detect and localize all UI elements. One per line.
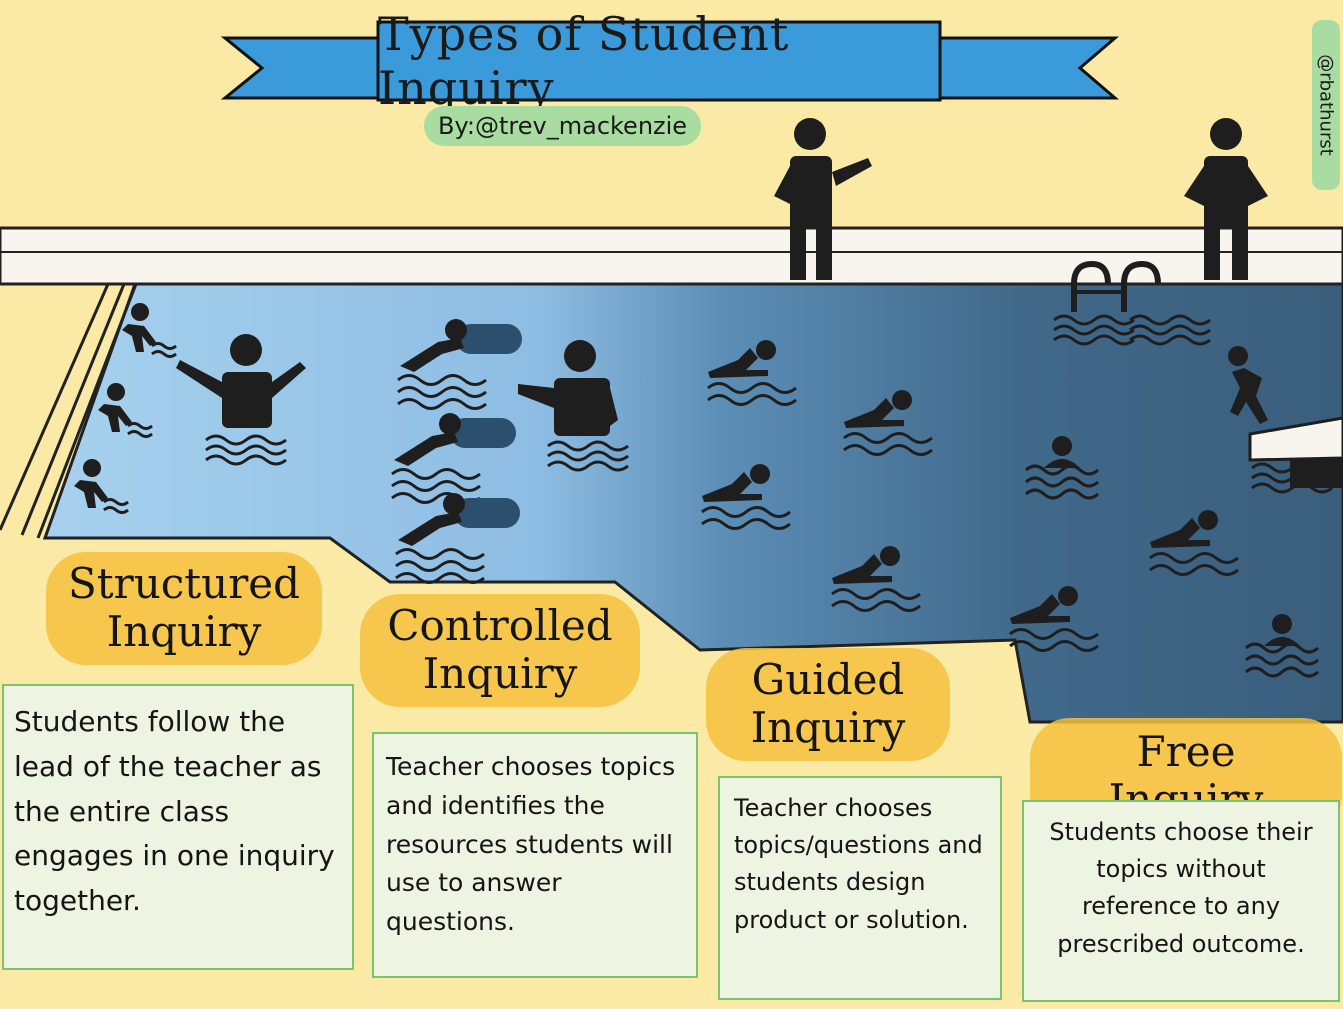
structured-inquiry-heading: Structured Inquiry bbox=[46, 552, 322, 665]
pool-deck bbox=[0, 226, 1343, 286]
structured-inquiry-text: Students follow the lead of the teacher … bbox=[14, 705, 335, 918]
pool-ladder-icon bbox=[1071, 260, 1161, 312]
guided-inquiry-description: Teacher chooses topics/questions and stu… bbox=[718, 776, 1002, 1000]
wading-figure bbox=[176, 334, 306, 428]
guided-inquiry-heading: Guided Inquiry bbox=[706, 648, 950, 761]
controlled-inquiry-description: Teacher chooses topics and identifies th… bbox=[372, 732, 698, 978]
author-byline: By:@trev_mackenzie bbox=[424, 106, 702, 146]
illustrator-handle: @rbathurst bbox=[1312, 20, 1340, 190]
diving-board-icon bbox=[1248, 416, 1343, 494]
free-inquiry-description: Students choose their topics without ref… bbox=[1022, 800, 1340, 1002]
free-inquiry-text: Students choose their topics without ref… bbox=[1049, 818, 1313, 958]
illustrator-handle-text: @rbathurst bbox=[1315, 54, 1337, 156]
lifeguard-figure bbox=[1184, 118, 1268, 280]
controlled-inquiry-heading: Controlled Inquiry bbox=[360, 594, 640, 707]
controlled-inquiry-text: Teacher chooses topics and identifies th… bbox=[386, 752, 676, 936]
guided-inquiry-text: Teacher chooses topics/questions and stu… bbox=[734, 794, 983, 934]
title-banner bbox=[220, 20, 1120, 102]
wading-figure bbox=[518, 340, 618, 436]
structured-inquiry-description: Students follow the lead of the teacher … bbox=[2, 684, 354, 970]
diver-icon bbox=[1228, 346, 1268, 424]
pool-wall bbox=[0, 283, 138, 539]
pool-water bbox=[42, 282, 1343, 724]
page-title: Types of Student Inquiry bbox=[378, 7, 790, 115]
teacher-figure bbox=[774, 118, 872, 280]
